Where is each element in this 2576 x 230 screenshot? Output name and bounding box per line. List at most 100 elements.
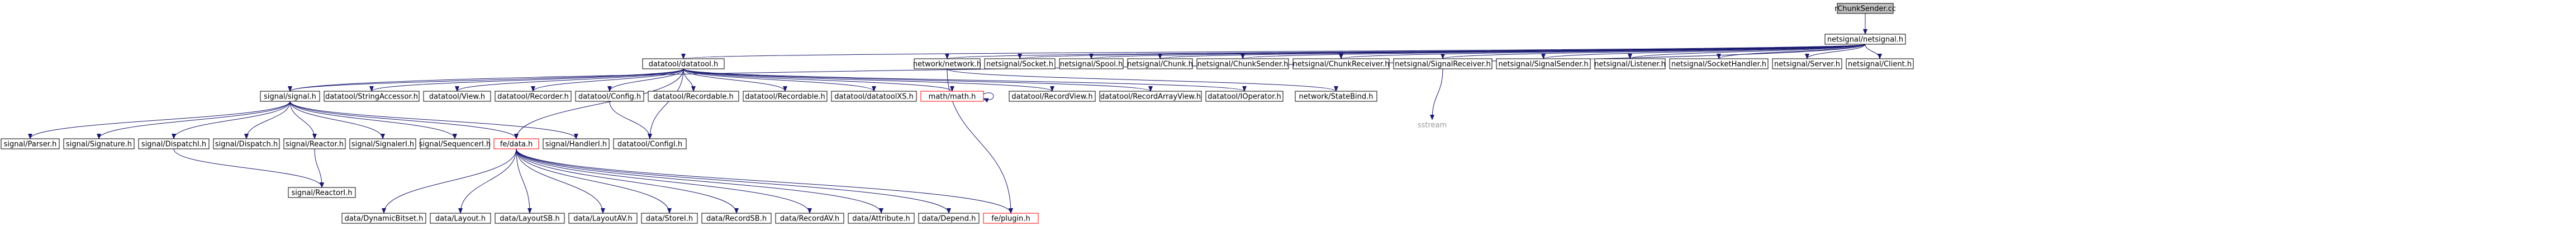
node-fedata[interactable]: fe/data.h [493, 138, 539, 149]
node-netsignal[interactable]: netsignal/netsignal.h [1824, 34, 1906, 45]
node-box [260, 91, 320, 102]
node-label: signal/ReactorI.h [292, 189, 353, 198]
edge-signal-to-dispatch [244, 101, 291, 139]
node-network[interactable]: network/network.h [913, 58, 981, 69]
edge-datatool-to-recordableh [683, 68, 787, 92]
node-label: datatool/RecordArrayView.h [1100, 93, 1201, 101]
edge-signal-to-fedata [289, 101, 519, 139]
node-label: signal/Parser.h [4, 140, 57, 149]
node-stringaccessor[interactable]: datatool/StringAccessor.h [324, 91, 420, 102]
node-parser[interactable]: signal/Parser.h [1, 138, 60, 149]
node-attribute[interactable]: data/Attribute.h [848, 213, 915, 224]
node-label: signal/Signature.h [66, 140, 132, 149]
node-chunksenderh[interactable]: netsignal/ChunkSender.h [1196, 58, 1289, 69]
node-recordable[interactable]: datatool/Recordable.h [648, 91, 739, 102]
node-layoutav[interactable]: data/LayoutAV.h [568, 213, 638, 224]
node-box [1496, 58, 1591, 69]
node-recorder[interactable]: datatool/Recorder.h [495, 91, 572, 102]
node-signalert[interactable]: signal/SignalerI.h [349, 138, 416, 149]
node-statebind[interactable]: network/StateBind.h [1295, 91, 1377, 102]
edge-datatool-to-stringaccessor [369, 68, 684, 92]
node-label: datatool/datatoolXS.h [834, 93, 914, 101]
node-label: signal/DispatchI.h [141, 140, 206, 149]
node-config[interactable]: datatool/Config.h [575, 91, 644, 102]
node-box [642, 58, 725, 69]
node-recordview[interactable]: datatool/RecordView.h [1009, 91, 1096, 102]
node-label: network/StateBind.h [1299, 93, 1373, 101]
node-sequencer[interactable]: signal/SequencerI.h [419, 138, 491, 149]
node-storei[interactable]: data/StoreI.h [641, 213, 698, 224]
node-box [920, 91, 984, 102]
edge-fedata-to-recordsb [516, 148, 739, 214]
node-box [1127, 58, 1193, 69]
node-label: signal/SignalerI.h [351, 140, 414, 149]
node-layout[interactable]: data/Layout.h [430, 213, 491, 224]
node-socket[interactable]: netsignal/Socket.h [984, 58, 1056, 69]
node-sigsender[interactable]: netsignal/SignalSender.h [1496, 58, 1591, 69]
node-view[interactable]: datatool/View.h [423, 91, 491, 102]
edge-netsignal-to-server [1805, 44, 1866, 59]
node-signal[interactable]: signal/signal.h [260, 91, 320, 102]
node-box [1415, 120, 1449, 130]
node-datatool[interactable]: datatool/datatool.h [642, 58, 725, 69]
node-box [288, 187, 356, 198]
node-chunksender[interactable]: rChunkSender.cc [1834, 3, 1896, 14]
node-math[interactable]: math/math.h [920, 91, 984, 102]
edge-signal-to-dispatchi [172, 101, 291, 139]
node-label: netsignal/Socket.h [986, 60, 1053, 69]
node-reactori[interactable]: signal/ReactorI.h [288, 187, 356, 198]
node-label: netsignal/SignalSender.h [1498, 60, 1588, 69]
node-datatoolxs[interactable]: datatool/datatoolXS.h [831, 91, 917, 102]
node-box [420, 138, 490, 149]
edges [28, 13, 1882, 214]
edge-config-to-configi [609, 101, 652, 139]
node-chunk[interactable]: netsignal/Chunk.h [1127, 58, 1193, 69]
node-recordableh[interactable]: datatool/Recordable.h [743, 91, 828, 102]
node-signature[interactable]: signal/Signature.h [63, 138, 135, 149]
node-configi[interactable]: datatool/ConfigI.h [613, 138, 687, 149]
node-label: netsignal/ChunkSender.h [1197, 60, 1289, 69]
node-handler[interactable]: signal/HandlerI.h [543, 138, 610, 149]
edge-datatool-to-recorder [531, 68, 684, 92]
node-box [1393, 58, 1493, 69]
node-label: data/RecordAV.h [780, 215, 839, 223]
edge-datatool-to-recordview [683, 68, 1054, 92]
node-box [1669, 58, 1769, 69]
node-client[interactable]: netsignal/Client.h [1846, 58, 1914, 69]
node-box [743, 91, 828, 102]
node-dynbitset[interactable]: data/DynamicBitset.h [341, 213, 426, 224]
node-listener[interactable]: netsignal/Listener.h [1594, 58, 1666, 69]
node-server[interactable]: netsignal/Server.h [1772, 58, 1842, 69]
edge-fedata-to-layout [458, 148, 517, 214]
node-chunkreceiver[interactable]: netsignal/ChunkReceiver.h [1292, 58, 1390, 69]
node-recordsb[interactable]: data/RecordSB.h [701, 213, 772, 224]
node-box [1099, 91, 1202, 102]
node-box [341, 213, 426, 224]
node-depend[interactable]: data/Depend.h [918, 213, 980, 224]
node-feplugin[interactable]: fe/plugin.h [983, 213, 1039, 224]
node-label: datatool/Recordable.h [745, 93, 825, 101]
node-sigreceiver[interactable]: netsignal/SignalReceiver.h [1393, 58, 1493, 69]
node-recordav[interactable]: data/RecordAV.h [775, 213, 844, 224]
node-layoutsb[interactable]: data/LayoutSB.h [495, 213, 565, 224]
edge-signal-to-signature [97, 101, 291, 139]
node-label: signal/Reactor.h [286, 140, 344, 149]
node-label: data/DynamicBitset.h [345, 215, 424, 223]
node-ioperator[interactable]: datatool/IOperator.h [1205, 91, 1284, 102]
node-label: math/math.h [929, 93, 976, 101]
node-dispatch[interactable]: signal/Dispatch.h [213, 138, 280, 149]
node-label: netsignal/SocketHandler.h [1671, 60, 1766, 69]
node-recordarrayview[interactable]: datatool/RecordArrayView.h [1099, 91, 1202, 102]
node-box [1059, 58, 1124, 69]
node-reactor[interactable]: signal/Reactor.h [283, 138, 346, 149]
node-box [1837, 3, 1894, 14]
edge-datatool-to-ioperator [683, 68, 1247, 92]
node-box [1292, 58, 1390, 69]
node-box [568, 213, 638, 224]
edge-network-to-statebind [947, 68, 1338, 92]
node-sstream[interactable]: sstream [1415, 120, 1449, 130]
node-label: rChunkSender.cc [1834, 5, 1896, 13]
node-sockethandler[interactable]: netsignal/SocketHandler.h [1669, 58, 1769, 69]
node-dispatchi[interactable]: signal/DispatchI.h [138, 138, 210, 149]
node-spool[interactable]: netsignal/Spool.h [1059, 58, 1124, 69]
